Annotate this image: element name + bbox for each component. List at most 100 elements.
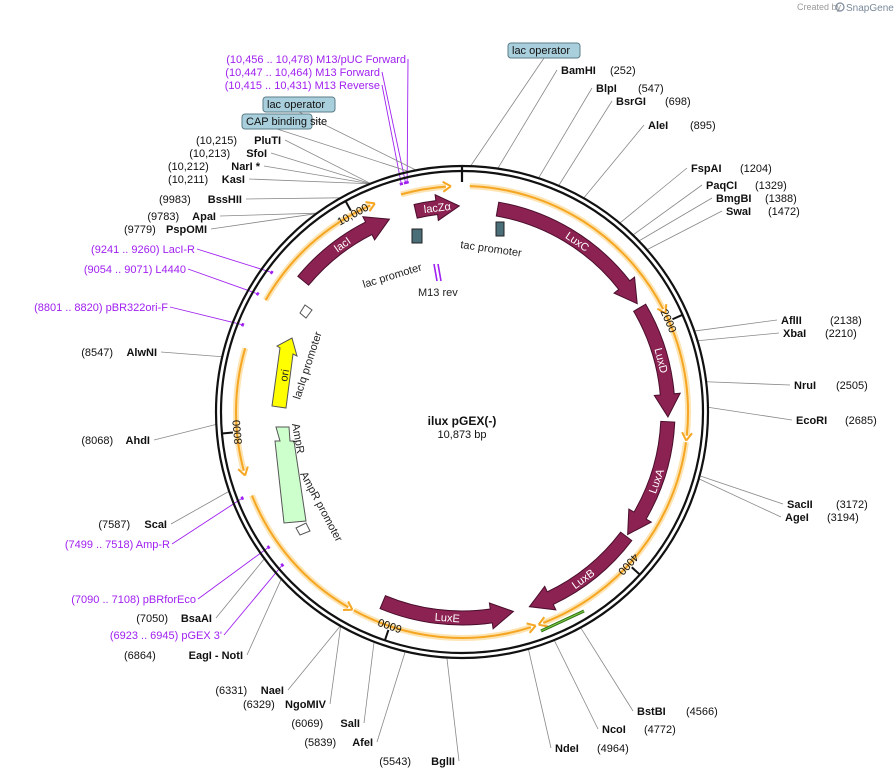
- site-eaginoti[interactable]: EagI - NotI(6864): [124, 650, 243, 662]
- site-position: (252): [610, 65, 636, 77]
- site-name: SwaI: [726, 206, 751, 218]
- primer-label[interactable]: (9054 .. 9071) L4440: [84, 264, 186, 276]
- primer-label[interactable]: (10,456 .. 10,478) M13/pUC Forward: [226, 54, 406, 66]
- map-length: 10,873 bp: [438, 429, 487, 441]
- site-alei[interactable]: AleI(895): [648, 120, 716, 132]
- site-sacii[interactable]: SacII(3172): [787, 499, 868, 511]
- primer-label[interactable]: (6923 .. 6945) pGEX 3': [110, 630, 222, 642]
- site-bmgbi[interactable]: BmgBI (1388): [716, 193, 797, 205]
- feature-arrow-luxe[interactable]: [379, 595, 515, 630]
- feature-arrow-luxb[interactable]: [528, 531, 633, 611]
- site-connector: [646, 210, 723, 251]
- tick-label: 2000: [658, 308, 679, 335]
- watermark-brand: SnapGene: [846, 3, 894, 14]
- site-bsshii[interactable]: BssHII(9983): [159, 194, 242, 206]
- feature-box-label: lac operator: [267, 99, 325, 111]
- site-name: PluTI: [254, 135, 281, 147]
- site-connector: [329, 625, 342, 705]
- lac-promoter-mark: [411, 228, 423, 244]
- primer-label[interactable]: (9241 .. 9260) LacI-R: [91, 244, 195, 256]
- site-connector: [245, 197, 341, 200]
- primer-label[interactable]: (7090 .. 7108) pBRforEco: [71, 594, 196, 606]
- site-ahdi[interactable]: AhdI(8068): [81, 435, 150, 447]
- site-connector: [246, 578, 282, 656]
- orf-arrowhead: [681, 431, 693, 442]
- site-ncoi[interactable]: NcoI(4772): [602, 724, 676, 736]
- primer-mark: [280, 562, 285, 568]
- orf-arc: [264, 204, 371, 301]
- site-connector: [219, 212, 318, 217]
- feature-box[interactable]: [241, 113, 313, 130]
- ampr-feature[interactable]: [274, 426, 307, 524]
- site-nari[interactable]: NarI *(10,212): [168, 161, 261, 173]
- primer-label[interactable]: (7499 .. 7518) Amp-R: [65, 539, 170, 551]
- site-position: (10,215): [196, 135, 237, 147]
- snapgene-logo-icon: [835, 2, 845, 12]
- feature-label: lacZα: [423, 201, 452, 216]
- ori-feature[interactable]: [271, 337, 298, 409]
- feature-arrow-laci[interactable]: [297, 216, 391, 286]
- primer-label[interactable]: (10,447 .. 10,464) M13 Forward: [225, 67, 380, 79]
- site-bsrgi[interactable]: BsrGI(698): [616, 96, 691, 108]
- site-position: (7050): [136, 613, 168, 625]
- orf-arc: [400, 185, 446, 196]
- site-bstbi[interactable]: BstBI(4566): [637, 706, 718, 718]
- primer-mark: [269, 270, 274, 275]
- feature-arrow-luxc[interactable]: [495, 201, 638, 305]
- site-afei[interactable]: AfeI(5839): [304, 737, 373, 749]
- primer-connector: [197, 546, 269, 600]
- site-name: BsaAI: [181, 613, 212, 625]
- site-connector: [270, 152, 371, 185]
- site-bglii[interactable]: BglII(5543): [379, 756, 455, 768]
- site-position: (5839): [304, 737, 336, 749]
- site-fspai[interactable]: FspAI(1204): [691, 163, 772, 175]
- feature-box[interactable]: [262, 96, 336, 113]
- feature-arrow-luxd[interactable]: [632, 303, 682, 418]
- tick-mark: [221, 431, 234, 435]
- feature-arrow-luxa[interactable]: [627, 420, 676, 536]
- site-sali[interactable]: SalI(6069): [291, 718, 360, 730]
- site-bsaai[interactable]: BsaAI (7050): [136, 613, 212, 625]
- site-sfoi[interactable]: SfoI(10,213): [189, 148, 267, 160]
- site-agei[interactable]: AgeI(3194): [785, 512, 859, 524]
- site-connector: [538, 87, 593, 179]
- site-pluti[interactable]: PluTI (10,215): [196, 135, 281, 147]
- site-connector: [446, 657, 460, 762]
- orf-arrowhead: [365, 201, 376, 212]
- site-pspomi[interactable]: PspOMI(9779): [124, 224, 207, 236]
- primer-label[interactable]: (10,415 .. 10,431) M13 Reverse: [225, 80, 380, 92]
- site-position: (5543): [379, 756, 411, 768]
- site-name: AleI: [648, 120, 668, 132]
- site-connector: [632, 184, 703, 236]
- site-name: ApaI: [192, 211, 216, 223]
- site-alwni[interactable]: AlwNI(8547): [81, 347, 157, 359]
- site-ndei[interactable]: NdeI(4964): [555, 743, 629, 755]
- site-paqci[interactable]: PaqCI(1329): [706, 180, 787, 192]
- site-ecori[interactable]: EcoRI(2685): [796, 415, 877, 427]
- orf-arc: [251, 495, 349, 609]
- site-kasi[interactable]: KasI(10,211): [168, 174, 245, 186]
- site-position: (1388): [765, 193, 797, 205]
- site-ngomiv[interactable]: NgoMIV(6329): [243, 699, 327, 711]
- primer-label[interactable]: (8801 .. 8820) pBR322ori-F: [34, 302, 168, 314]
- site-swai[interactable]: SwaI(1472): [726, 206, 800, 218]
- site-bamhi[interactable]: BamHI(252): [561, 65, 636, 77]
- site-scai[interactable]: ScaI(7587): [98, 519, 167, 531]
- site-name: BmgBI: [716, 193, 751, 205]
- site-apai[interactable]: ApaI(9783): [147, 211, 216, 223]
- feature-label: LuxA: [647, 467, 667, 495]
- orf-arc: [469, 185, 665, 310]
- site-connector: [170, 490, 230, 525]
- site-aflii[interactable]: AflII(2138): [781, 315, 862, 327]
- site-naei[interactable]: NaeI(6331): [215, 685, 284, 697]
- feature-box[interactable]: [507, 42, 581, 59]
- site-position: (8068): [81, 435, 113, 447]
- primer-mark: [240, 322, 245, 327]
- box-connector: [470, 57, 545, 167]
- site-xbai[interactable]: XbaI(2210): [783, 328, 857, 340]
- laciq-promoter-label: lacIq promoter: [291, 330, 324, 401]
- site-position: (8547): [81, 347, 113, 359]
- feature-arrow-lacz[interactable]: [413, 193, 461, 222]
- site-nrui[interactable]: NruI(2505): [794, 380, 868, 392]
- site-blpi[interactable]: BlpI(547): [596, 83, 664, 95]
